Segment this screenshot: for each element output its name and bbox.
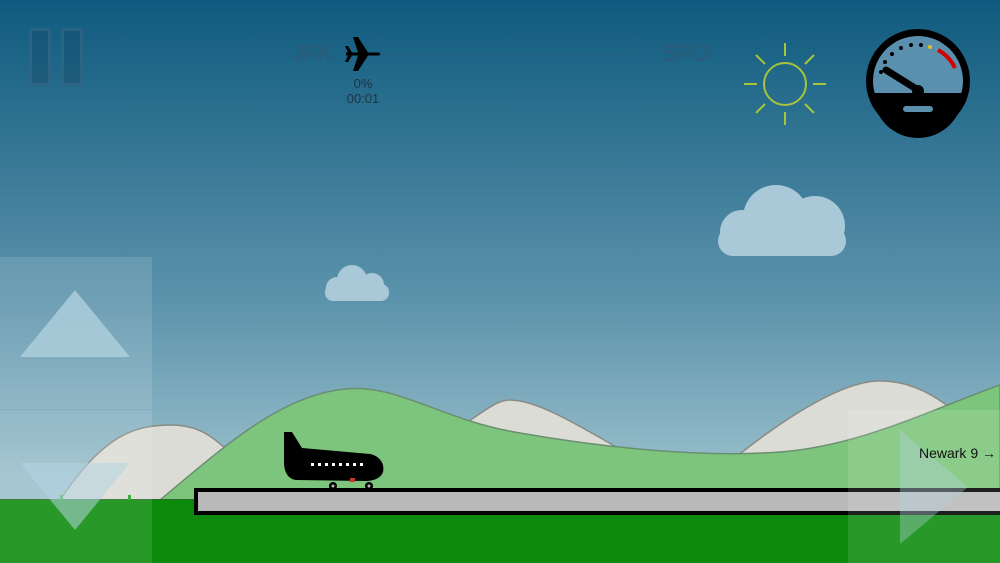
flight-progress-percent: 0% <box>353 76 373 91</box>
cloud-large <box>718 185 846 256</box>
origin-airport-label: JFK <box>292 40 333 67</box>
arrow-down-icon <box>20 463 130 530</box>
destination-airport-label: SFO <box>662 40 709 67</box>
runway-marker <box>128 495 131 500</box>
arrow-up-icon <box>20 290 130 357</box>
next-airport-indicator: Newark 9 → <box>918 445 996 461</box>
pause-icon <box>61 28 83 86</box>
sun-icon <box>744 43 826 125</box>
climb-button[interactable] <box>0 257 152 409</box>
airplane <box>284 432 384 490</box>
throttle-button[interactable] <box>848 410 1000 563</box>
speedometer-icon <box>866 29 970 138</box>
runway <box>194 488 1000 515</box>
descend-button[interactable] <box>0 410 152 563</box>
pause-icon <box>29 28 51 86</box>
airplane-progress-icon <box>345 37 381 71</box>
arrow-right-icon <box>900 430 968 544</box>
cloud-small <box>325 265 389 301</box>
flight-timer: 00:01 <box>346 91 380 106</box>
pause-button[interactable] <box>24 24 90 90</box>
